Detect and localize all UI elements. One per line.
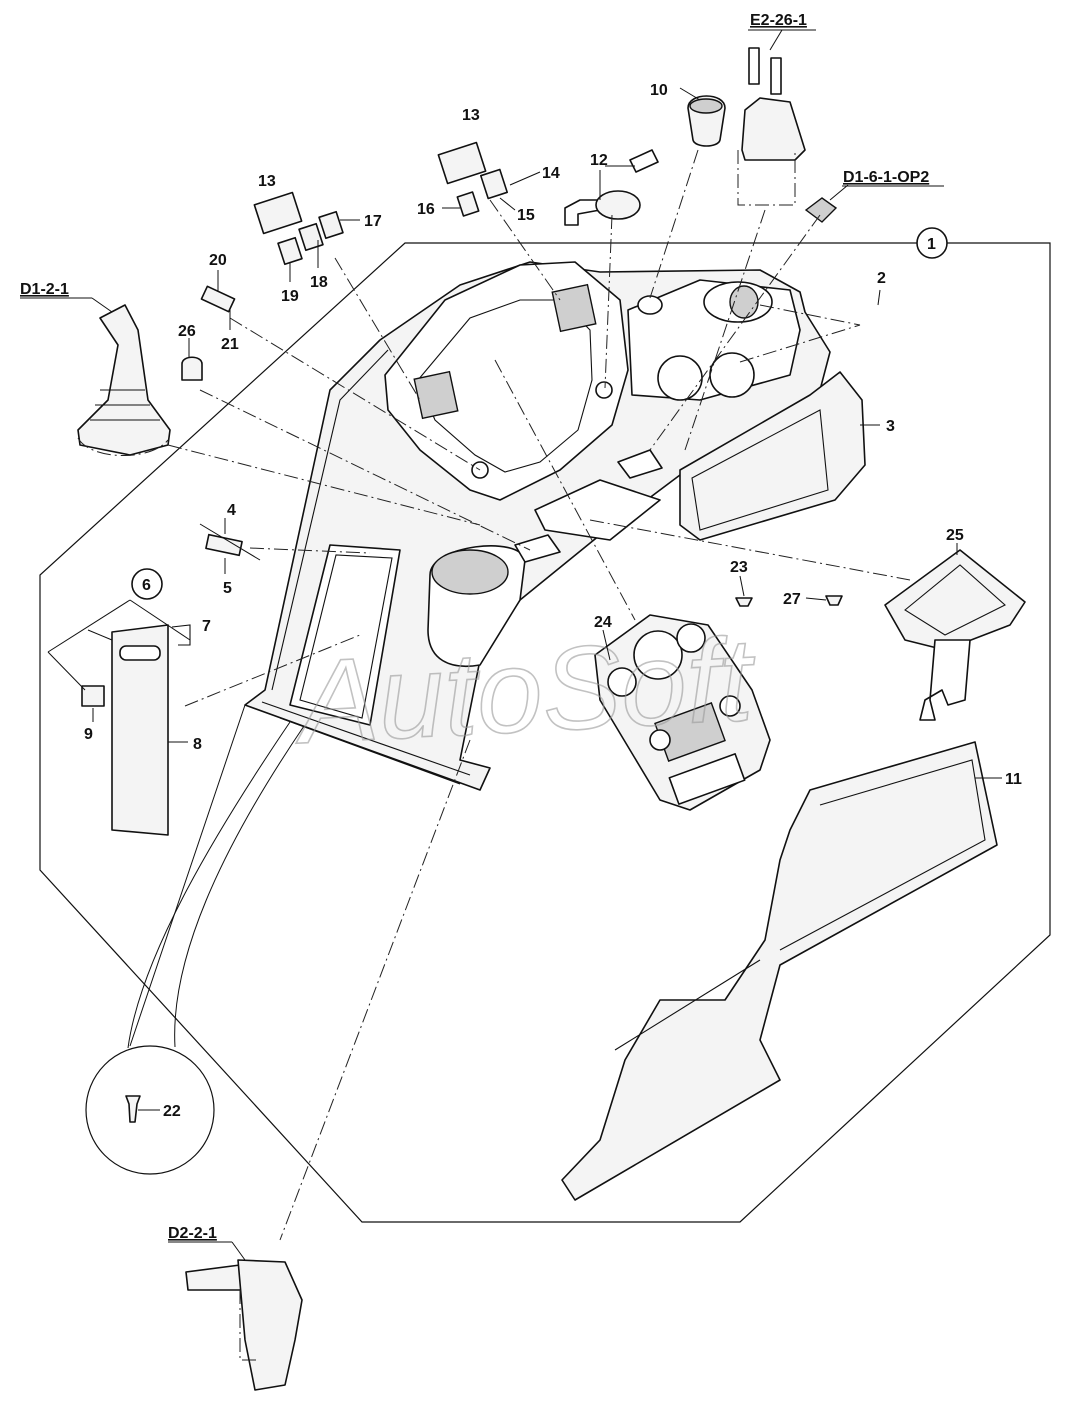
bolt-detail	[85, 1045, 215, 1175]
screw-23	[735, 597, 753, 607]
callout-11: 11	[1005, 771, 1022, 788]
callout-12: 12	[590, 152, 608, 169]
screw-27	[825, 595, 843, 606]
switch-op2	[804, 197, 838, 223]
assembly-boundary	[39, 242, 1051, 1223]
column-switch-d2	[185, 1259, 303, 1391]
callout-2: 2	[877, 270, 886, 287]
rocker-switches	[253, 141, 509, 266]
dashboard-console	[244, 261, 866, 791]
joystick-e2	[737, 47, 806, 206]
callout-26: 26	[178, 323, 196, 340]
callout-25: 25	[946, 527, 964, 544]
callout-10: 10	[650, 82, 668, 99]
callout-13-top: 13	[462, 107, 480, 124]
instrument-panel	[594, 614, 771, 811]
callout-circle-1	[916, 227, 948, 259]
callout-6: 6	[142, 577, 151, 594]
ignition-switch	[564, 149, 659, 226]
side-trim-panel	[561, 741, 998, 1201]
latch-5	[205, 533, 243, 557]
knob-10	[687, 95, 726, 147]
callout-23: 23	[730, 559, 748, 576]
callout-7: 7	[202, 618, 211, 635]
callout-22: 22	[163, 1103, 181, 1120]
callout-24: 24	[594, 614, 612, 631]
callout-19: 19	[281, 288, 299, 305]
callout-15: 15	[517, 207, 535, 224]
cover-panel	[81, 624, 191, 836]
joystick-d1	[77, 304, 171, 456]
callout-9: 9	[84, 726, 93, 743]
callout-13-left: 13	[258, 173, 276, 190]
callout-20: 20	[209, 252, 227, 269]
callout-circle-6	[131, 568, 163, 600]
callout-17: 17	[364, 213, 382, 230]
callout-5: 5	[223, 580, 232, 597]
ref-d2-2-1: D2-2-1	[168, 1225, 217, 1242]
callout-4: 4	[227, 502, 236, 519]
part-26-switch	[181, 356, 203, 381]
callout-27: 27	[783, 591, 801, 608]
callout-1: 1	[927, 236, 936, 253]
callout-21: 21	[221, 336, 239, 353]
ref-d1-6-1-op2: D1-6-1-OP2	[843, 169, 929, 186]
callout-16: 16	[417, 201, 435, 218]
assembly-lines	[167, 149, 911, 1241]
leader-lines	[20, 29, 1002, 1261]
callout-14: 14	[542, 165, 560, 182]
gear-shift-assembly	[884, 549, 1026, 721]
part-20-cylinder	[200, 285, 236, 313]
callout-8: 8	[193, 736, 202, 753]
ref-e2-26-1: E2-26-1	[750, 12, 807, 29]
ref-d1-2-1: D1-2-1	[20, 281, 69, 298]
callout-18: 18	[310, 274, 328, 291]
callout-3: 3	[886, 418, 895, 435]
watermark: AutoSoft	[290, 613, 759, 769]
